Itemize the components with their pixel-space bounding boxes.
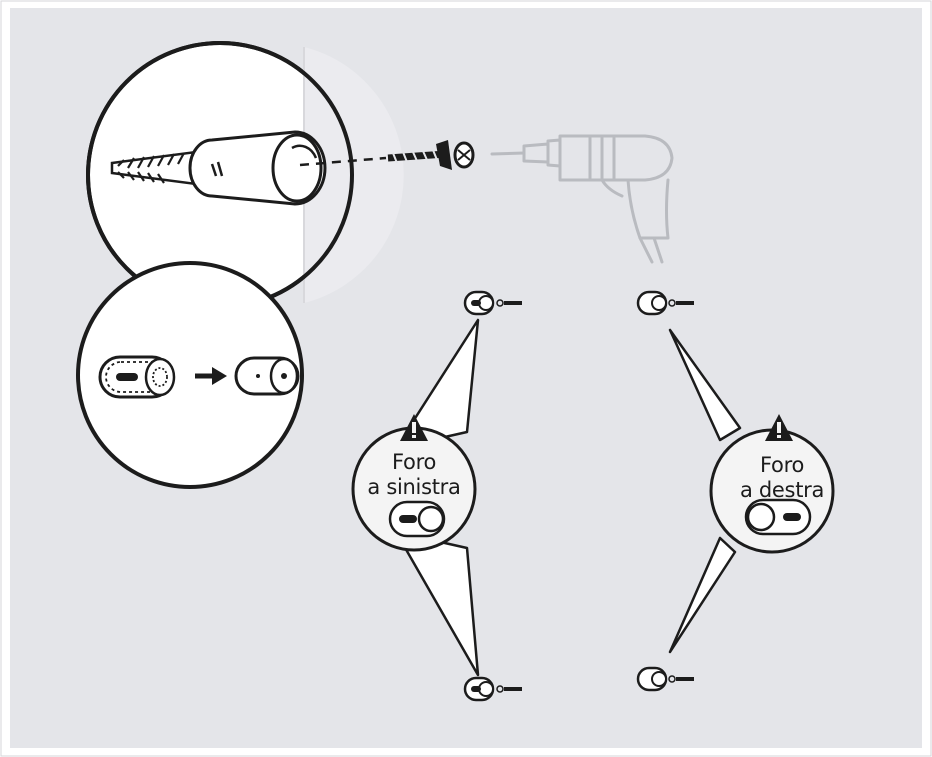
drill-icon bbox=[490, 134, 674, 264]
screw-icon bbox=[110, 150, 198, 186]
callout-right-line1: Foro bbox=[760, 453, 804, 477]
callout-right bbox=[668, 328, 835, 654]
anchor-plug-icon bbox=[234, 356, 300, 396]
callout-right-line2: a destra bbox=[739, 478, 825, 502]
anchor-plug-icon bbox=[388, 500, 446, 538]
warning-icon bbox=[400, 414, 428, 441]
magnifier-small bbox=[76, 261, 304, 489]
callout-left bbox=[351, 318, 480, 677]
callout-left-line1: Foro bbox=[392, 450, 436, 474]
wall-plug-bottom-left bbox=[463, 676, 522, 702]
wall-plug-top-left bbox=[463, 290, 522, 316]
wall-plug-bottom-right bbox=[636, 666, 694, 692]
arrow-right-icon bbox=[195, 367, 227, 385]
callout-left-label: Foro a sinistra bbox=[349, 450, 479, 500]
anchor-plug-icon bbox=[188, 130, 327, 206]
anchor-plug-icon bbox=[744, 498, 812, 536]
wall-plug-top-right bbox=[636, 290, 694, 316]
warning-icon bbox=[765, 414, 793, 441]
callout-left-line2: a sinistra bbox=[367, 475, 461, 499]
screw-icon bbox=[387, 140, 475, 170]
callout-right-label: Foro a destra bbox=[717, 453, 847, 503]
anchor-plug-icon bbox=[98, 355, 176, 399]
magnifier-large bbox=[86, 41, 404, 309]
